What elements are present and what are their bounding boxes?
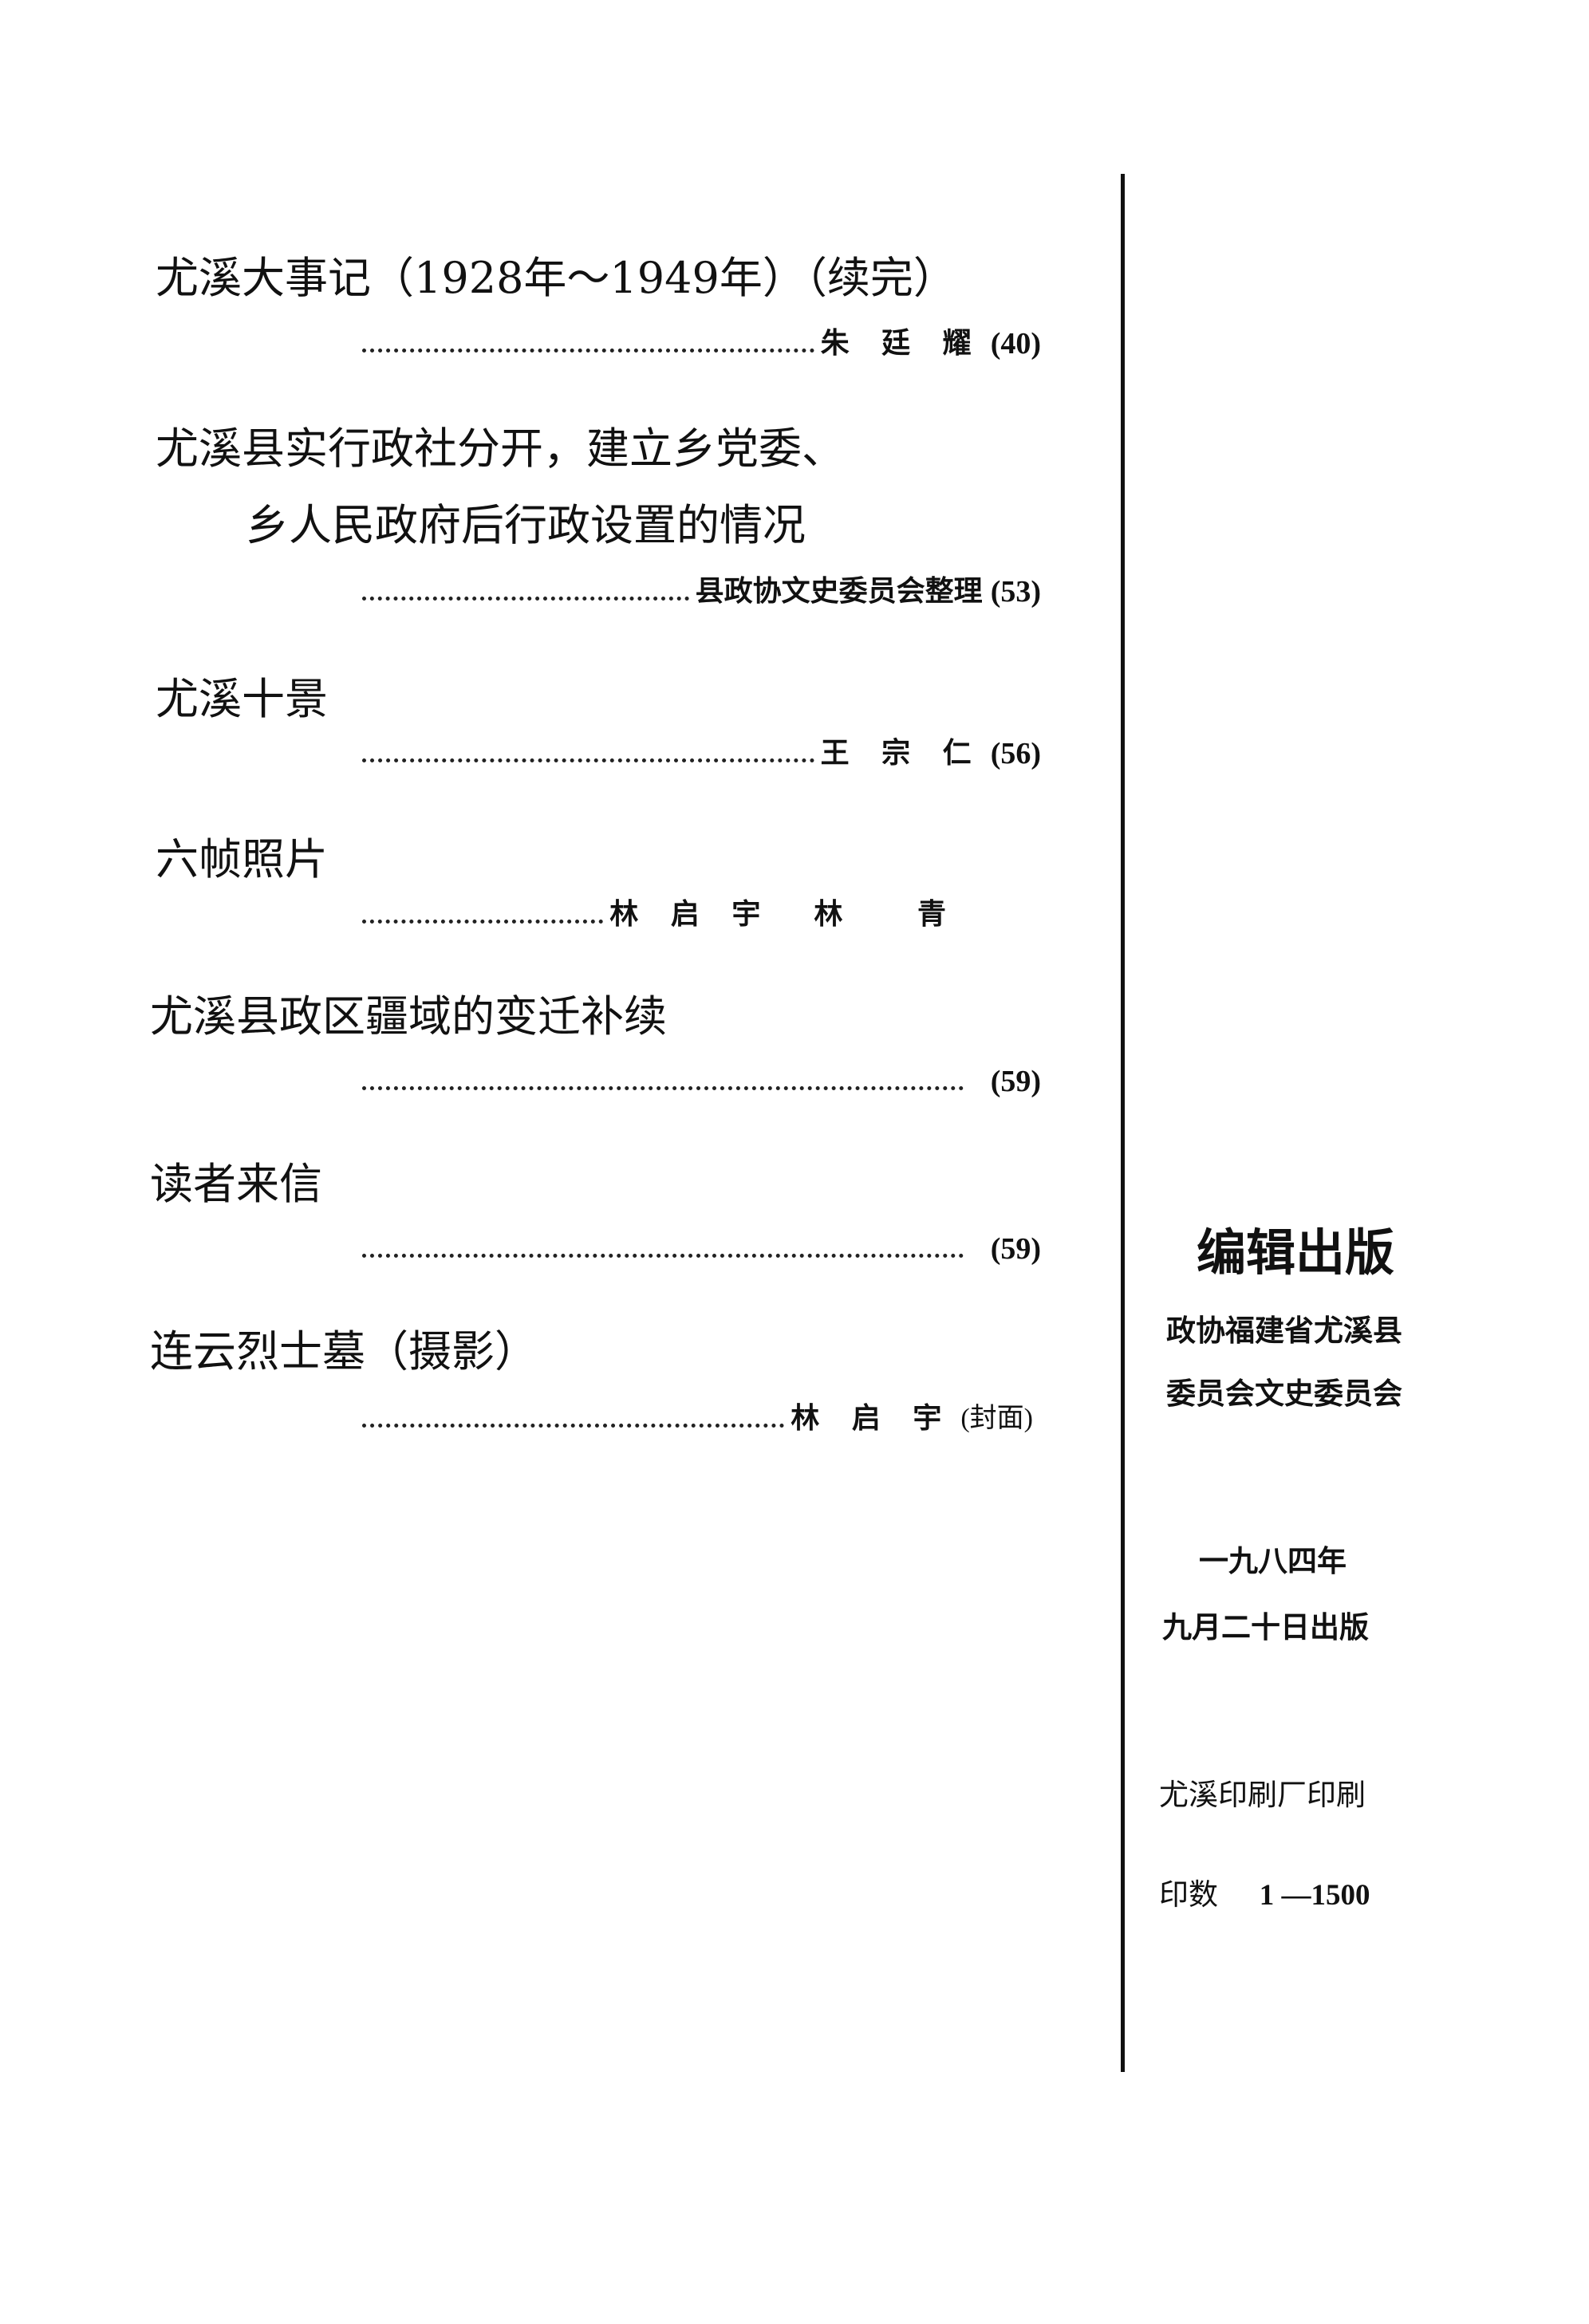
dot-leader [362, 912, 604, 924]
print-run-label: 印数 [1159, 1877, 1218, 1912]
toc-byline-6: (59) [362, 1234, 1041, 1264]
toc-page-1: (40) [990, 327, 1041, 360]
toc-byline-4: 林 启 宇 林 青 [362, 900, 957, 929]
toc-author-1: 朱 廷 耀 [820, 327, 983, 360]
toc-title-5: 尤溪县政区疆域的变迁补续 [150, 991, 667, 1042]
toc-title-2-line-1: 尤溪县实行政社分开，建立乡党委、 [156, 423, 845, 474]
print-run-value: 1 —1500 [1259, 1879, 1370, 1912]
colophon-heading: 编辑出版 [1197, 1223, 1395, 1282]
toc-title-6: 读者来信 [150, 1159, 322, 1209]
dot-leader [362, 1246, 964, 1258]
toc-byline-3: 王 宗 仁 (56) [362, 739, 1041, 769]
toc-author-3: 王 宗 仁 [820, 737, 983, 770]
colophon-publisher-line1: 政协福建省尤溪县 [1166, 1314, 1402, 1348]
toc-title-7: 连云烈士墓（摄影） [150, 1326, 538, 1377]
toc-title-3: 尤溪十景 [156, 674, 328, 724]
toc-page-5: (59) [990, 1065, 1041, 1098]
dot-leader [362, 750, 814, 762]
colophon-date-line2: 九月二十日出版 [1162, 1610, 1369, 1645]
colophon-printer: 尤溪印刷厂印刷 [1159, 1778, 1366, 1812]
colophon-publisher-line2: 委员会文史委员会 [1166, 1377, 1402, 1411]
toc-byline-5: (59) [362, 1066, 1041, 1097]
toc-byline-2: 县政协文史委员会整理 (53) [362, 577, 1041, 607]
toc-title-4: 六帧照片 [156, 834, 328, 884]
toc-page-6: (59) [990, 1232, 1041, 1266]
toc-author-4: 林 启 宇 林 青 [609, 898, 957, 931]
toc-page-7: (封面) [960, 1404, 1033, 1433]
colophon-print-run: 印数 1 —1500 [1159, 1880, 1370, 1910]
dot-leader [362, 341, 814, 353]
toc-title-1: 尤溪大事记（1928年～1949年）（续完） [156, 253, 956, 303]
toc-title-2-line-2: 乡人民政府后行政设置的情况 [246, 500, 806, 550]
toc-byline-1: 朱 廷 耀 (40) [362, 329, 1041, 359]
dot-leader [362, 589, 689, 601]
dot-leader [362, 1416, 785, 1428]
colophon-date-line1: 一九八四年 [1199, 1544, 1347, 1578]
toc-byline-7: 林 启 宇 (封面) [362, 1404, 1033, 1433]
dot-leader [362, 1078, 964, 1090]
toc-page-3: (56) [990, 737, 1041, 770]
toc-author-7: 林 启 宇 [791, 1402, 953, 1435]
toc-author-2: 县政协文史委员会整理 [695, 575, 983, 608]
toc-page-2: (53) [990, 575, 1041, 609]
column-divider [1121, 174, 1125, 2072]
